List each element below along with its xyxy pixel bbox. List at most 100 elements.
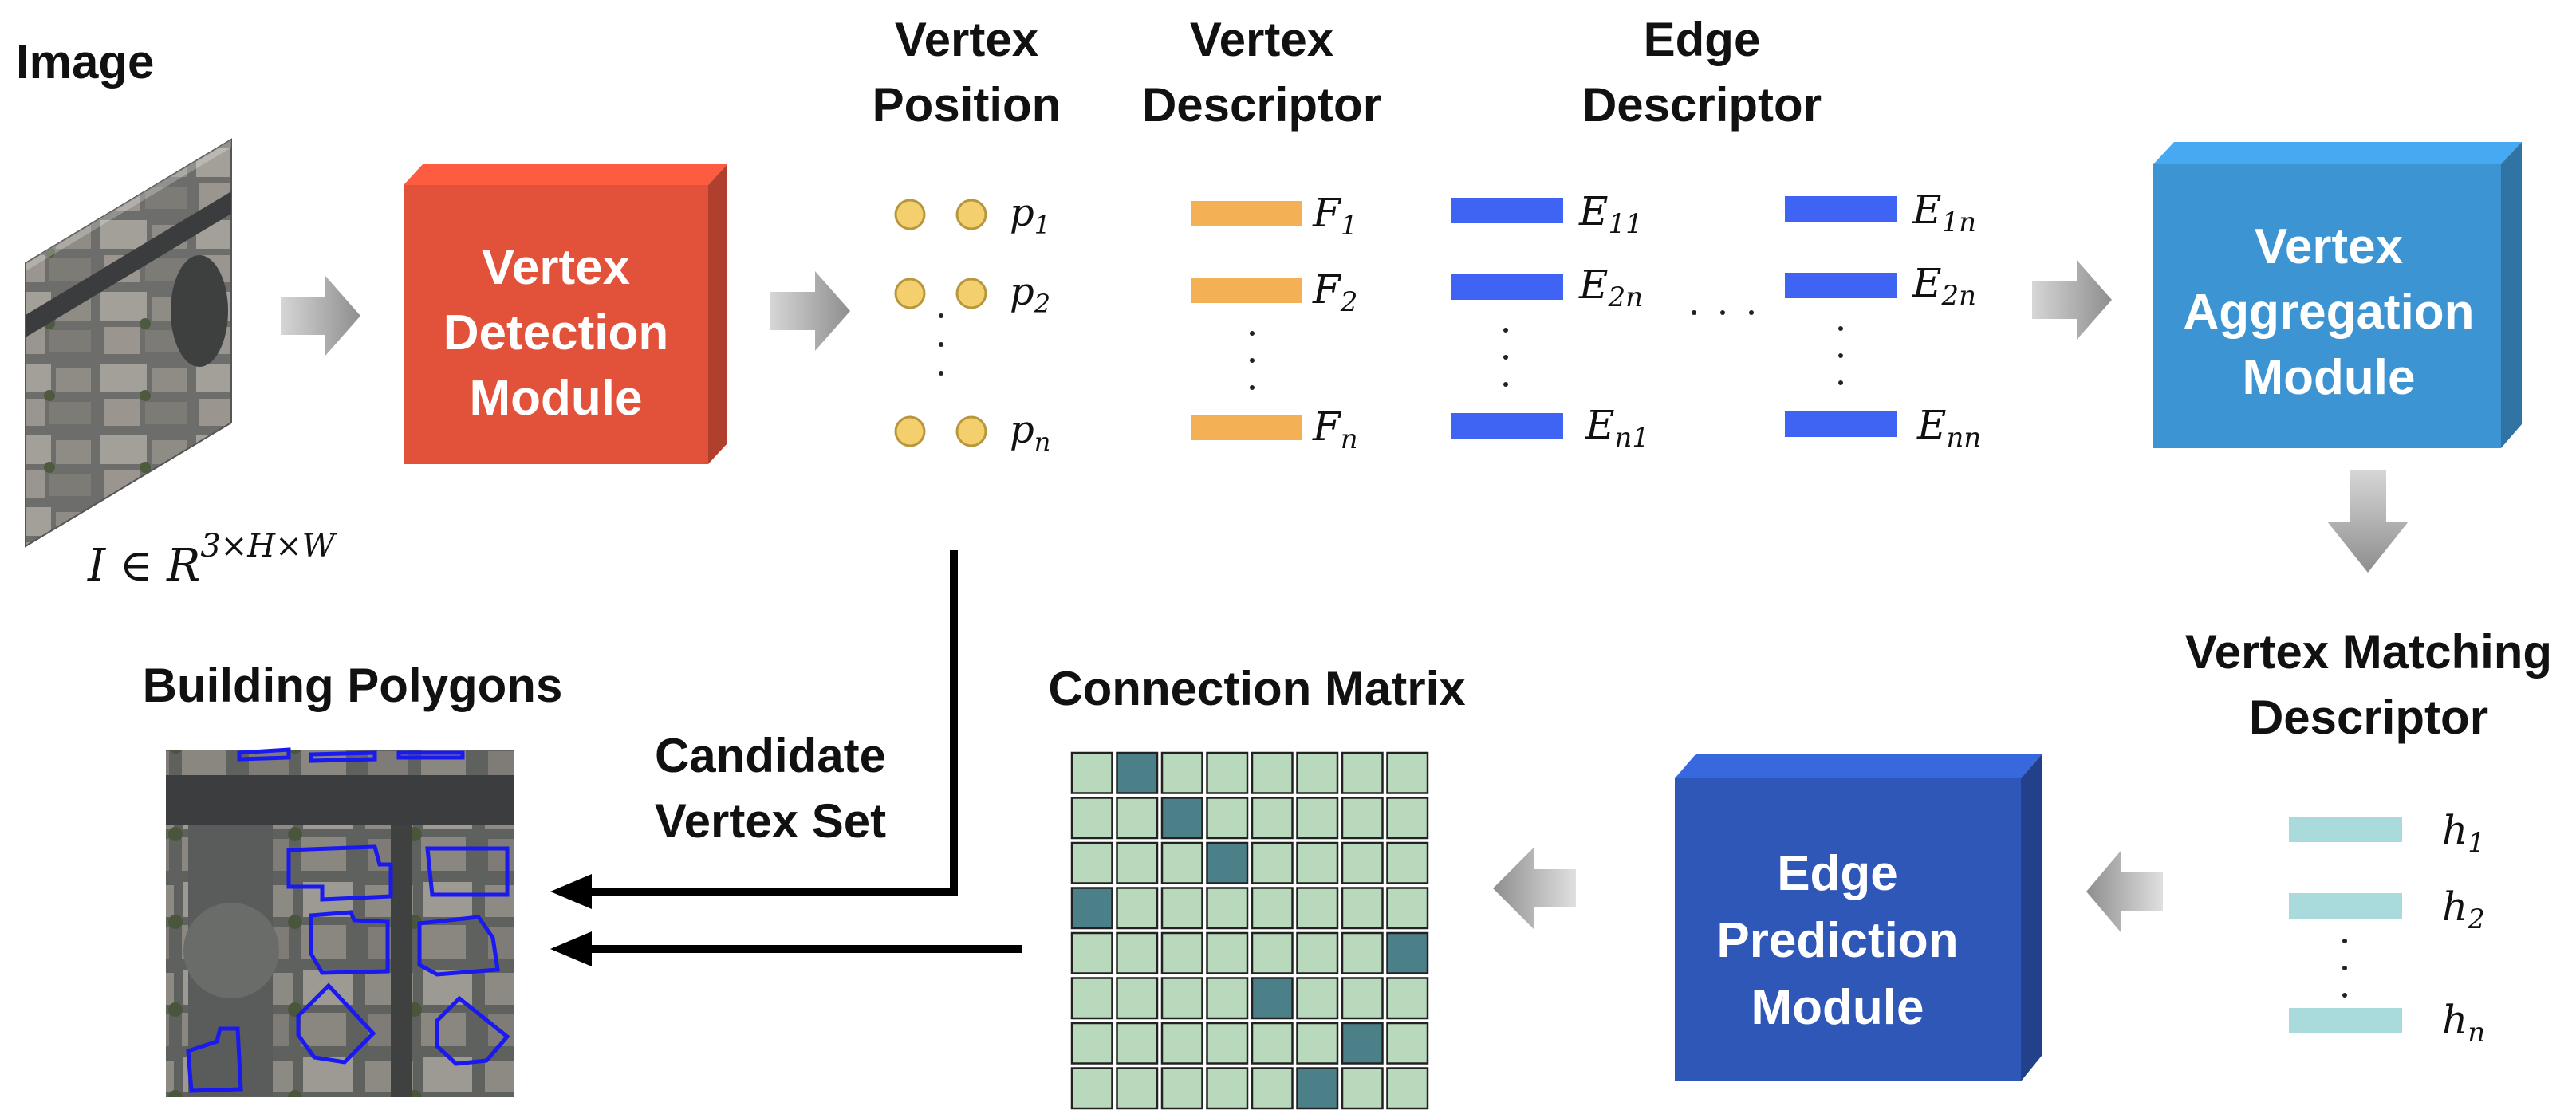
vertex-detection-module: Vertex Detection Module (404, 164, 727, 464)
matrix-cell (1251, 1067, 1294, 1110)
building-outline (417, 915, 500, 977)
candidate-vertex-connector (592, 550, 958, 896)
building-outline (309, 910, 390, 975)
edge-descriptor-bar (1451, 274, 1563, 300)
matrix-cell (1251, 1022, 1294, 1065)
matrix-cell (1070, 841, 1113, 884)
edge-prediction-module: Edge Prediction Module (1675, 754, 2042, 1081)
edge-descriptor-label: E2n (1578, 262, 1643, 313)
matrix-cell (1251, 841, 1294, 884)
building-outline (309, 750, 377, 763)
vertex-descriptor-title2: Descriptor (1142, 78, 1381, 132)
vertex-point (894, 415, 926, 447)
arrow-head-matrix (550, 931, 592, 966)
matrix-cell (1160, 887, 1203, 930)
matrix-cell (1296, 841, 1339, 884)
matrix-cell (1206, 1067, 1249, 1110)
matrix-cell (1116, 931, 1159, 974)
matrix-cell (1341, 931, 1384, 974)
edge-descriptor-title1: Edge (1644, 13, 1761, 66)
vertex-descriptor-bar (1191, 278, 1302, 303)
arrow-right-3 (2032, 260, 2112, 340)
matrix-cell (1251, 887, 1294, 930)
matrix-cell (1251, 751, 1294, 794)
edge-descriptor-label: E11 (1578, 188, 1643, 240)
matrix-cell (1251, 797, 1294, 840)
matrix-cell-connected (1070, 887, 1113, 930)
matrix-cell (1386, 841, 1429, 884)
matrix-cell (1206, 977, 1249, 1020)
building-outline (286, 844, 393, 902)
matrix-cell (1116, 887, 1159, 930)
matrix-cell (1070, 751, 1113, 794)
vertex-matching-group: Vertex Matching Descriptor h1 h2 hn (2185, 625, 2552, 1049)
matrix-cell-connected (1206, 841, 1249, 884)
matrix-cell (1160, 931, 1203, 974)
arrow-down (2327, 470, 2409, 573)
arrow-left-1 (2086, 850, 2163, 933)
edge-descriptor-bar (1785, 196, 1897, 222)
matrix-cell (1386, 887, 1429, 930)
vertical-ellipsis (1250, 331, 1255, 390)
edge-descriptor-title2: Descriptor (1582, 78, 1822, 132)
building-polygons-group: Building Polygons (143, 659, 563, 1097)
vertex-position-label: pn (1010, 407, 1050, 457)
connection-matrix-grid (1070, 751, 1429, 1110)
edge-descriptor-label: Enn (1916, 402, 1981, 454)
matching-descriptor-bar (2289, 1008, 2402, 1033)
matrix-cell (1386, 977, 1429, 1020)
vertex-aggregation-line2: Aggregation (2183, 285, 2474, 340)
edge-descriptor-label: En1 (1585, 402, 1649, 454)
aerial-image-thumbnail (25, 138, 232, 548)
edge-prediction-face (1675, 778, 2021, 1081)
vertex-matching-title1: Vertex Matching (2185, 625, 2552, 679)
matrix-cell (1070, 1067, 1113, 1110)
matrix-cell (1160, 841, 1203, 884)
matrix-cell-connected (1251, 977, 1294, 1020)
vertex-position-label: p2 (1010, 270, 1050, 319)
arrow-left-2 (1493, 847, 1576, 930)
matrix-cell (1296, 977, 1339, 1020)
vertex-aggregation-line3: Module (2243, 350, 2416, 405)
building-outline (296, 982, 376, 1065)
connection-matrix-title: Connection Matrix (1048, 662, 1465, 715)
vertex-point (955, 415, 987, 447)
matrix-cell (1386, 797, 1429, 840)
matrix-cell (1296, 1022, 1339, 1065)
edge-descriptor-label: E2n (1912, 260, 1976, 312)
matching-descriptor-label: h2 (2442, 884, 2485, 935)
matrix-cell (1070, 977, 1113, 1020)
matrix-cell (1116, 1022, 1159, 1065)
matrix-cell (1296, 887, 1339, 930)
matrix-cell (1206, 751, 1249, 794)
matrix-cell (1386, 1067, 1429, 1110)
matrix-cell (1160, 1067, 1203, 1110)
vertex-point (894, 278, 926, 309)
edge-descriptor-group: Edge Descriptor E11 E2n En1 E1n E2n Enn (1451, 13, 1981, 454)
matrix-cell (1296, 931, 1339, 974)
building-outline (237, 747, 291, 762)
vertex-descriptor-bar (1191, 415, 1302, 440)
building-polygons-image (166, 747, 514, 1097)
vertex-detection-line3: Module (470, 371, 643, 426)
matching-descriptor-label: hn (2442, 997, 2485, 1049)
connection-matrix-group: Connection Matrix (1048, 662, 1466, 1110)
matching-descriptor-bar (2289, 893, 2402, 919)
arrow-right-1 (281, 276, 360, 356)
vertex-point (955, 278, 987, 309)
matrix-cell (1070, 797, 1113, 840)
image-formula-sup: 3×H×W (200, 528, 337, 565)
building-outline (396, 750, 465, 760)
building-polygons-title: Building Polygons (143, 659, 563, 712)
matrix-cell-connected (1386, 931, 1429, 974)
edge-prediction-line2: Prediction (1716, 913, 1958, 968)
matrix-cell (1116, 797, 1159, 840)
candidate-vertex-group: Candidate Vertex Set (550, 550, 1022, 966)
vertex-position-title1: Vertex (895, 13, 1038, 66)
candidate-vertex-line1: Candidate (655, 729, 886, 782)
matrix-cell (1386, 751, 1429, 794)
matrix-cell (1160, 1022, 1203, 1065)
vertex-descriptor-label: Fn (1312, 404, 1358, 455)
vertical-ellipsis (939, 313, 943, 376)
matrix-cell (1070, 1022, 1113, 1065)
